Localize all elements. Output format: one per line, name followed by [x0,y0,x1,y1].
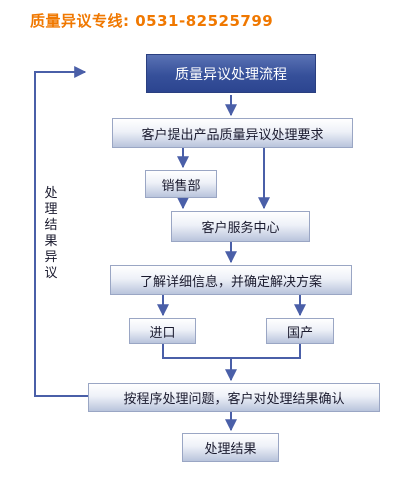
step-imported: 进口 [129,318,196,344]
feedback-label: 处理结果异议 [44,186,58,281]
step-domestic: 国产 [266,318,334,344]
merge-line [162,344,301,359]
step-service-center: 客户服务中心 [171,211,310,242]
step-submit-request: 客户提出产品质量异议处理要求 [112,118,353,148]
hotline-text: 质量异议专线: 0531-82525799 [30,12,274,30]
feedback-loop-arrow [34,66,88,397]
step-sales-dept: 销售部 [145,170,217,198]
step-resolve-confirm: 按程序处理问题，客户对处理结果确认 [88,383,380,412]
step-investigate: 了解详细信息，并确定解决方案 [110,265,352,295]
flow-title: 质量异议处理流程 [146,54,316,93]
step-result: 处理结果 [182,433,279,462]
